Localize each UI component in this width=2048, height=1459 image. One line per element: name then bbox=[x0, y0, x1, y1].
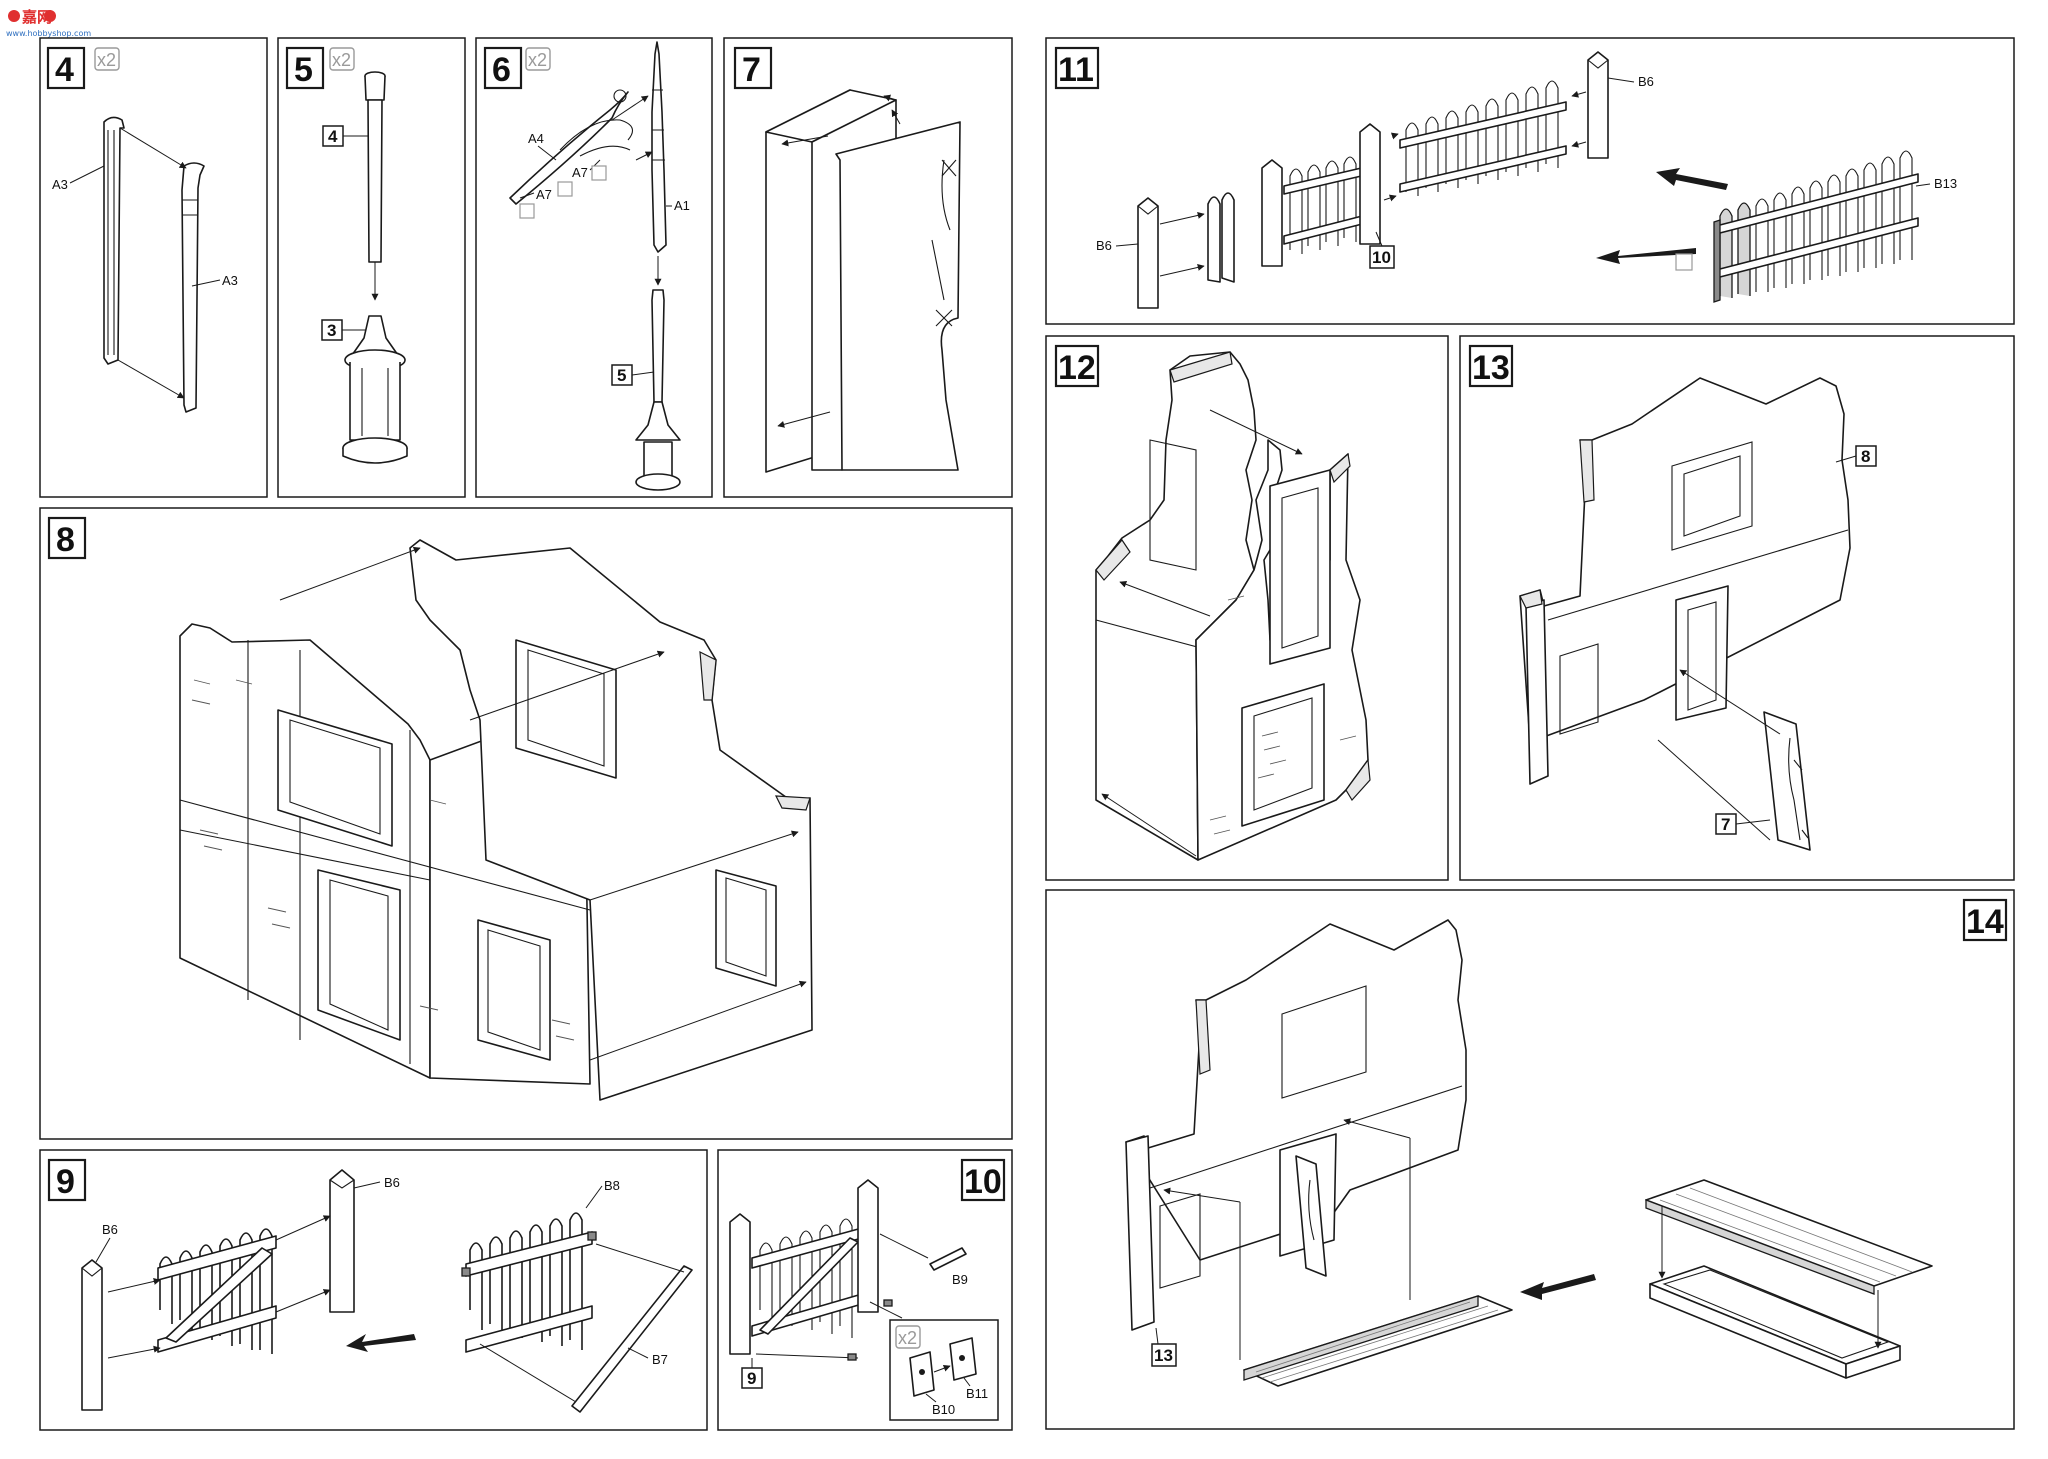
lamp-post-half-right bbox=[181, 162, 205, 413]
window-insert-upper bbox=[515, 639, 617, 779]
direction-arrow bbox=[346, 1334, 416, 1352]
step-number-box bbox=[46, 46, 86, 90]
wall-frame bbox=[765, 89, 961, 473]
building-wall-final bbox=[1125, 919, 1467, 1331]
building-wall-assembly-8 bbox=[1519, 377, 1851, 785]
panel-step-11: 11 B6 10 B6 bbox=[1045, 37, 2015, 325]
step-number: 14 bbox=[1966, 903, 2004, 941]
ref-assembly-3: 3 bbox=[327, 321, 336, 340]
ref-assembly-13: 13 bbox=[1154, 1346, 1173, 1365]
direction-arrow bbox=[1596, 248, 1696, 264]
ref-assembly-4: 4 bbox=[328, 127, 338, 146]
glue-icon bbox=[519, 203, 535, 219]
panel-step-7: 7 bbox=[723, 37, 1013, 498]
watermark-url: www.hobbyshop.com bbox=[6, 29, 91, 38]
fence-post-b6-right bbox=[1587, 51, 1609, 159]
floor-base-front bbox=[1243, 1295, 1513, 1387]
direction-arrow bbox=[1520, 1274, 1596, 1300]
direction-arrow bbox=[1656, 168, 1728, 190]
lamp-post-half-left bbox=[103, 116, 125, 365]
step-number: 9 bbox=[56, 1163, 75, 1201]
step-number: 5 bbox=[294, 51, 313, 89]
fence-panel-b8 bbox=[461, 1212, 597, 1353]
panel-step-9: 9 B6 B6 B8 bbox=[39, 1149, 708, 1431]
panel-step-10: 10 9 B9 x2 B10 bbox=[717, 1149, 1013, 1431]
quantity-label: x2 bbox=[898, 1328, 917, 1348]
quantity-label: x2 bbox=[97, 50, 116, 70]
fence-post-left bbox=[81, 1259, 103, 1411]
lamp-post-shaft bbox=[364, 71, 386, 263]
part-label-b6-right: B6 bbox=[384, 1175, 400, 1190]
panel-step-5: 5 x2 4 3 bbox=[277, 37, 466, 498]
lamp-upper-column bbox=[651, 41, 667, 253]
part-label-b13: B13 bbox=[1934, 176, 1957, 191]
step-number: 12 bbox=[1058, 349, 1096, 387]
part-label-b7: B7 bbox=[652, 1352, 668, 1367]
fence-panel-b13 bbox=[1713, 150, 1919, 303]
panel-step-4: 4 x2 A3 A3 bbox=[39, 37, 268, 498]
part-label-b6-left: B6 bbox=[102, 1222, 118, 1237]
part-label-a7-right: A7 bbox=[572, 165, 588, 180]
step-number: 11 bbox=[1058, 51, 1094, 89]
step-number: 10 bbox=[964, 1163, 1002, 1201]
part-label-b6-right: B6 bbox=[1638, 74, 1654, 89]
floor-base-tray bbox=[1645, 1179, 1933, 1379]
step-number: 4 bbox=[55, 51, 74, 89]
glue-icon bbox=[557, 181, 573, 197]
step-number: 8 bbox=[56, 521, 75, 559]
glue-icon bbox=[1675, 253, 1693, 271]
ref-assembly-10: 10 bbox=[1372, 248, 1391, 267]
fence-section-with-post bbox=[1261, 123, 1381, 267]
step-number: 13 bbox=[1472, 349, 1510, 387]
window-insert-lower bbox=[715, 869, 777, 987]
quantity-label: x2 bbox=[332, 50, 351, 70]
lamp-post-base bbox=[342, 315, 408, 464]
part-label-b9: B9 bbox=[952, 1272, 968, 1287]
ref-assembly-9: 9 bbox=[747, 1369, 756, 1388]
part-label-a3-left: A3 bbox=[52, 177, 68, 192]
glue-icon bbox=[591, 165, 607, 181]
step-number: 7 bbox=[742, 51, 761, 89]
fence-post-b6-left bbox=[1137, 197, 1159, 309]
fence-post-right bbox=[329, 1169, 355, 1313]
panel-step-14: 14 13 bbox=[1045, 889, 2015, 1430]
building-rear-wall bbox=[409, 539, 813, 1101]
fence-long-section bbox=[1399, 80, 1567, 196]
quantity-label: x2 bbox=[528, 50, 547, 70]
panel-step-6: 6 x2 A4 A7 A7 A1 5 bbox=[475, 37, 713, 498]
ref-assembly-7: 7 bbox=[1721, 815, 1730, 834]
fence-gate-panel bbox=[157, 1228, 277, 1354]
part-label-b6-left: B6 bbox=[1096, 238, 1112, 253]
part-label-b10: B10 bbox=[932, 1402, 955, 1417]
part-label-a3-right: A3 bbox=[222, 273, 238, 288]
part-label-a7-left: A7 bbox=[536, 187, 552, 202]
panel-step-8: 8 bbox=[39, 507, 1013, 1140]
lamp-bracket-arm bbox=[509, 89, 634, 205]
panel-step-12: 12 bbox=[1045, 335, 1449, 881]
hinge-b9 bbox=[929, 1247, 967, 1271]
part-label-b8: B8 bbox=[604, 1178, 620, 1193]
hinge-detail-callout: x2 B10 B11 bbox=[889, 1319, 999, 1421]
fence-stub-piece bbox=[1207, 192, 1235, 283]
watermark-logo-text: 嘉网 bbox=[21, 8, 52, 26]
quantity-badge bbox=[94, 47, 120, 71]
part-label-a1: A1 bbox=[674, 198, 690, 213]
ref-assembly-5: 5 bbox=[617, 366, 626, 385]
wall-insert-7 bbox=[1763, 711, 1811, 851]
ruined-front-facade bbox=[1195, 439, 1371, 861]
watermark-logo: 嘉网 www.hobbyshop.com bbox=[6, 8, 91, 38]
fence-brace-b7 bbox=[571, 1265, 693, 1413]
part-label-b11: B11 bbox=[966, 1386, 988, 1401]
lamp-post-assembly-5 bbox=[635, 289, 681, 491]
ref-assembly-8: 8 bbox=[1861, 447, 1870, 466]
part-label-a4: A4 bbox=[528, 131, 544, 146]
gate-assembly bbox=[729, 1179, 879, 1355]
step-number: 6 bbox=[492, 51, 511, 89]
panel-step-13: 13 8 7 bbox=[1459, 335, 2015, 881]
